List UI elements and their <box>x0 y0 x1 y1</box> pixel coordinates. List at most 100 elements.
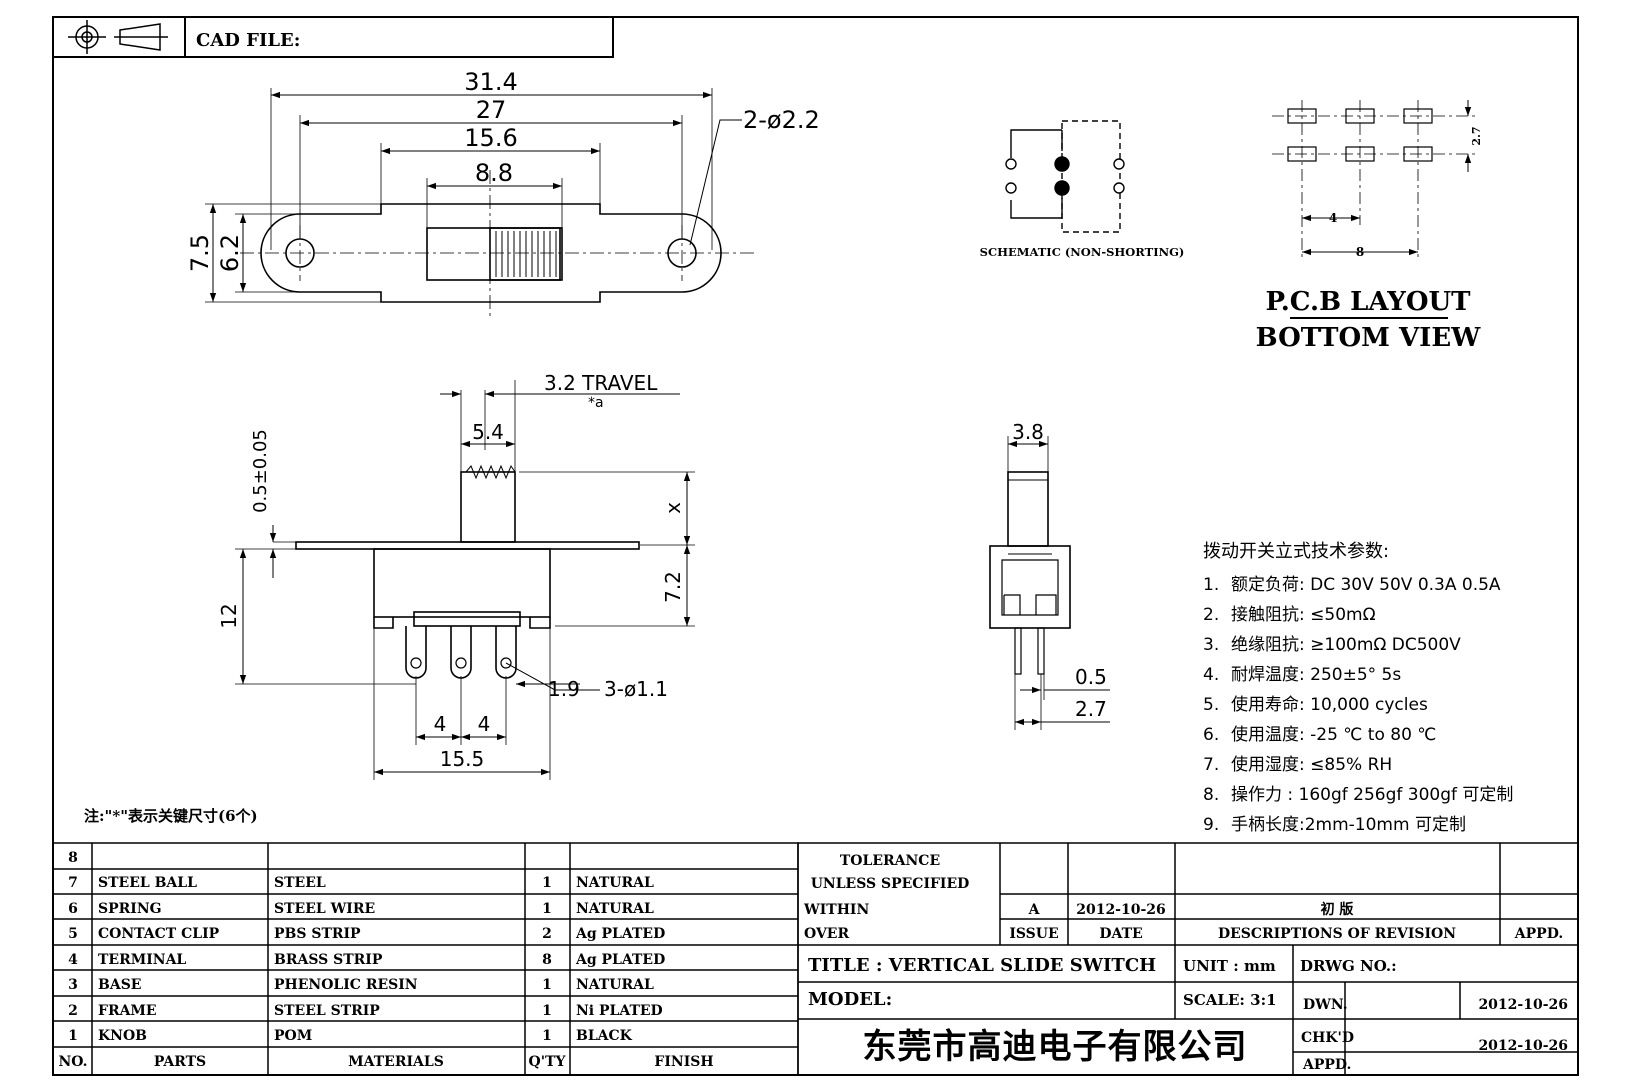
front-view-labels: 3.2 TRAVEL *a 5.4 0.5±0.05 x 12 7.2 4 4 … <box>217 371 685 771</box>
header-block: CAD FILE: <box>52 16 614 58</box>
bom-cell-part: FRAME <box>98 1003 157 1019</box>
chkd-date: 2012-10-26 <box>1478 1038 1568 1054</box>
bom-header-no: NO. <box>58 1054 87 1070</box>
spec-item-number: 4. <box>1203 665 1220 685</box>
projection-symbol-icon <box>68 20 168 54</box>
bom-cell-no: 8 <box>68 850 78 866</box>
drwg-no-label: DRWG NO.: <box>1300 957 1397 975</box>
spec-item-text: 耐焊温度: 250±5° 5s <box>1231 665 1402 685</box>
bom-header-materials: MATERIALS <box>348 1054 444 1070</box>
bom-cell-material: PBS STRIP <box>274 926 361 942</box>
appd-label: APPD. <box>1514 926 1563 942</box>
specs-heading: 拨动开关立式技术参数: <box>1203 541 1390 562</box>
pcb-dim-8: 8 <box>1356 245 1364 259</box>
date-value: 2012-10-26 <box>1076 902 1166 918</box>
bom-cell-finish: NATURAL <box>576 901 654 917</box>
company-name: 东莞市高迪电子有限公司 <box>862 1027 1248 1067</box>
dim-3-8: 3.8 <box>1012 420 1044 444</box>
dim-15-6: 15.6 <box>464 124 517 152</box>
spec-item-text: 使用寿命: 10,000 cycles <box>1231 695 1428 715</box>
desc-label: DESCRIPTIONS OF REVISION <box>1218 926 1456 942</box>
dim-0-5-side: 0.5 <box>1075 665 1107 689</box>
hole-callout: 2-ø2.2 <box>743 106 820 134</box>
spec-item-text: 使用湿度: ≤85% RH <box>1231 755 1393 775</box>
schematic <box>1005 120 1125 233</box>
bom-cell-material: POM <box>274 1028 312 1044</box>
schematic-label: SCHEMATIC (NON-SHORTING) <box>980 245 1185 259</box>
spec-item: 9.手柄长度:2mm-10mm 可定制 <box>1203 810 1623 840</box>
spec-item-number: 8. <box>1203 785 1220 805</box>
bom-cell-material: STEEL WIRE <box>274 901 375 917</box>
bom-cell-finish: BLACK <box>576 1028 633 1044</box>
bom-header-parts: PARTS <box>154 1054 206 1070</box>
bom-cell-part: BASE <box>98 977 141 993</box>
chkd-label: CHK'D <box>1301 1030 1354 1046</box>
top-view-labels: 31.4 27 15.6 8.8 7.5 6.2 2-ø2.2 <box>186 68 820 272</box>
spec-item: 8. 操作力 : 160gf 256gf 300gf 可定制 <box>1203 780 1623 810</box>
drawing-title: TITLE : VERTICAL SLIDE SWITCH <box>808 955 1156 976</box>
bom-cell-no: 3 <box>68 977 78 993</box>
appd2-label: APPD. <box>1302 1057 1351 1073</box>
dim-31-4: 31.4 <box>464 68 517 96</box>
bom-cell-finish: Ag PLATED <box>575 926 665 942</box>
bom-cell-material: PHENOLIC RESIN <box>274 977 418 993</box>
date-label: DATE <box>1099 926 1142 942</box>
spec-item-text: 手柄长度:2mm-10mm 可定制 <box>1231 815 1466 835</box>
bom-cell-finish: Ag PLATED <box>575 952 665 968</box>
unit-label: UNIT : mm <box>1183 957 1276 975</box>
dim-5-4: 5.4 <box>472 420 504 444</box>
unless-specified: UNLESS SPECIFIED <box>811 876 970 892</box>
dim-6-2: 6.2 <box>216 234 244 272</box>
dwn-label: DWN. <box>1303 997 1348 1013</box>
model-label: MODEL: <box>808 989 892 1010</box>
bom-cell-qty: 1 <box>542 901 552 917</box>
spec-item: 1.额定负荷: DC 30V 50V 0.3A 0.5A <box>1203 570 1623 600</box>
spec-item-number: 7. <box>1203 755 1220 775</box>
spec-item: 4. 耐焊温度: 250±5° 5s <box>1203 660 1623 690</box>
bom-cell-no: 1 <box>68 1028 78 1044</box>
key-dimension-note: 注:"*"表示关键尺寸(6个) <box>84 807 258 825</box>
spec-item-text: 操作力 : 160gf 256gf 300gf 可定制 <box>1231 785 1514 805</box>
bom-cell-no: 4 <box>68 952 78 968</box>
bom-cell-qty: 1 <box>542 1028 552 1044</box>
dim-1-9: 1.9 <box>548 677 580 701</box>
bom-cell-no: 7 <box>68 875 78 891</box>
spec-item: 2.接触阻抗: ≤50mΩ <box>1203 600 1623 630</box>
bom-cell-no: 5 <box>68 926 78 942</box>
side-view <box>989 436 1110 730</box>
spec-item-number: 5. <box>1203 695 1220 715</box>
dim-7-5: 7.5 <box>186 234 214 272</box>
spec-item: 5. 使用寿命: 10,000 cycles <box>1203 690 1623 720</box>
bom-cell-part: KNOB <box>98 1028 147 1044</box>
dim-15-5: 15.5 <box>440 747 485 771</box>
cad-file-label: CAD FILE: <box>196 30 300 51</box>
travel-note: *a <box>588 395 604 411</box>
issue-label: ISSUE <box>1009 926 1058 942</box>
travel-label: 3.2 TRAVEL <box>544 371 658 395</box>
over-label: OVER <box>804 926 849 942</box>
dim-4-right: 4 <box>478 712 491 736</box>
dim-27: 27 <box>476 96 507 124</box>
dim-0-5: 0.5±0.05 <box>250 429 271 513</box>
bom-cell-finish: NATURAL <box>576 977 654 993</box>
spec-item-number: 6. <box>1203 725 1220 745</box>
bom-cell-material: STEEL STRIP <box>274 1003 380 1019</box>
bom-cell-qty: 1 <box>542 977 552 993</box>
bom-cell-qty: 8 <box>542 952 552 968</box>
bom-cell-no: 6 <box>68 901 78 917</box>
tolerance-label: TOLERANCE <box>840 853 940 869</box>
bom-cell-finish: Ni PLATED <box>576 1003 663 1019</box>
dim-8-8: 8.8 <box>475 159 513 187</box>
bom-cell-part: TERMINAL <box>98 952 186 968</box>
bom-table <box>52 842 799 1076</box>
dim-2-7-side: 2.7 <box>1075 697 1107 721</box>
dwn-date: 2012-10-26 <box>1478 997 1568 1013</box>
pcb-dim-2-7: 2.7 <box>1470 126 1483 145</box>
spec-item-number: 3. <box>1203 635 1220 655</box>
spec-item-text: 额定负荷: DC 30V 50V 0.3A 0.5A <box>1231 575 1501 595</box>
bom-cell-part: CONTACT CLIP <box>98 926 220 942</box>
